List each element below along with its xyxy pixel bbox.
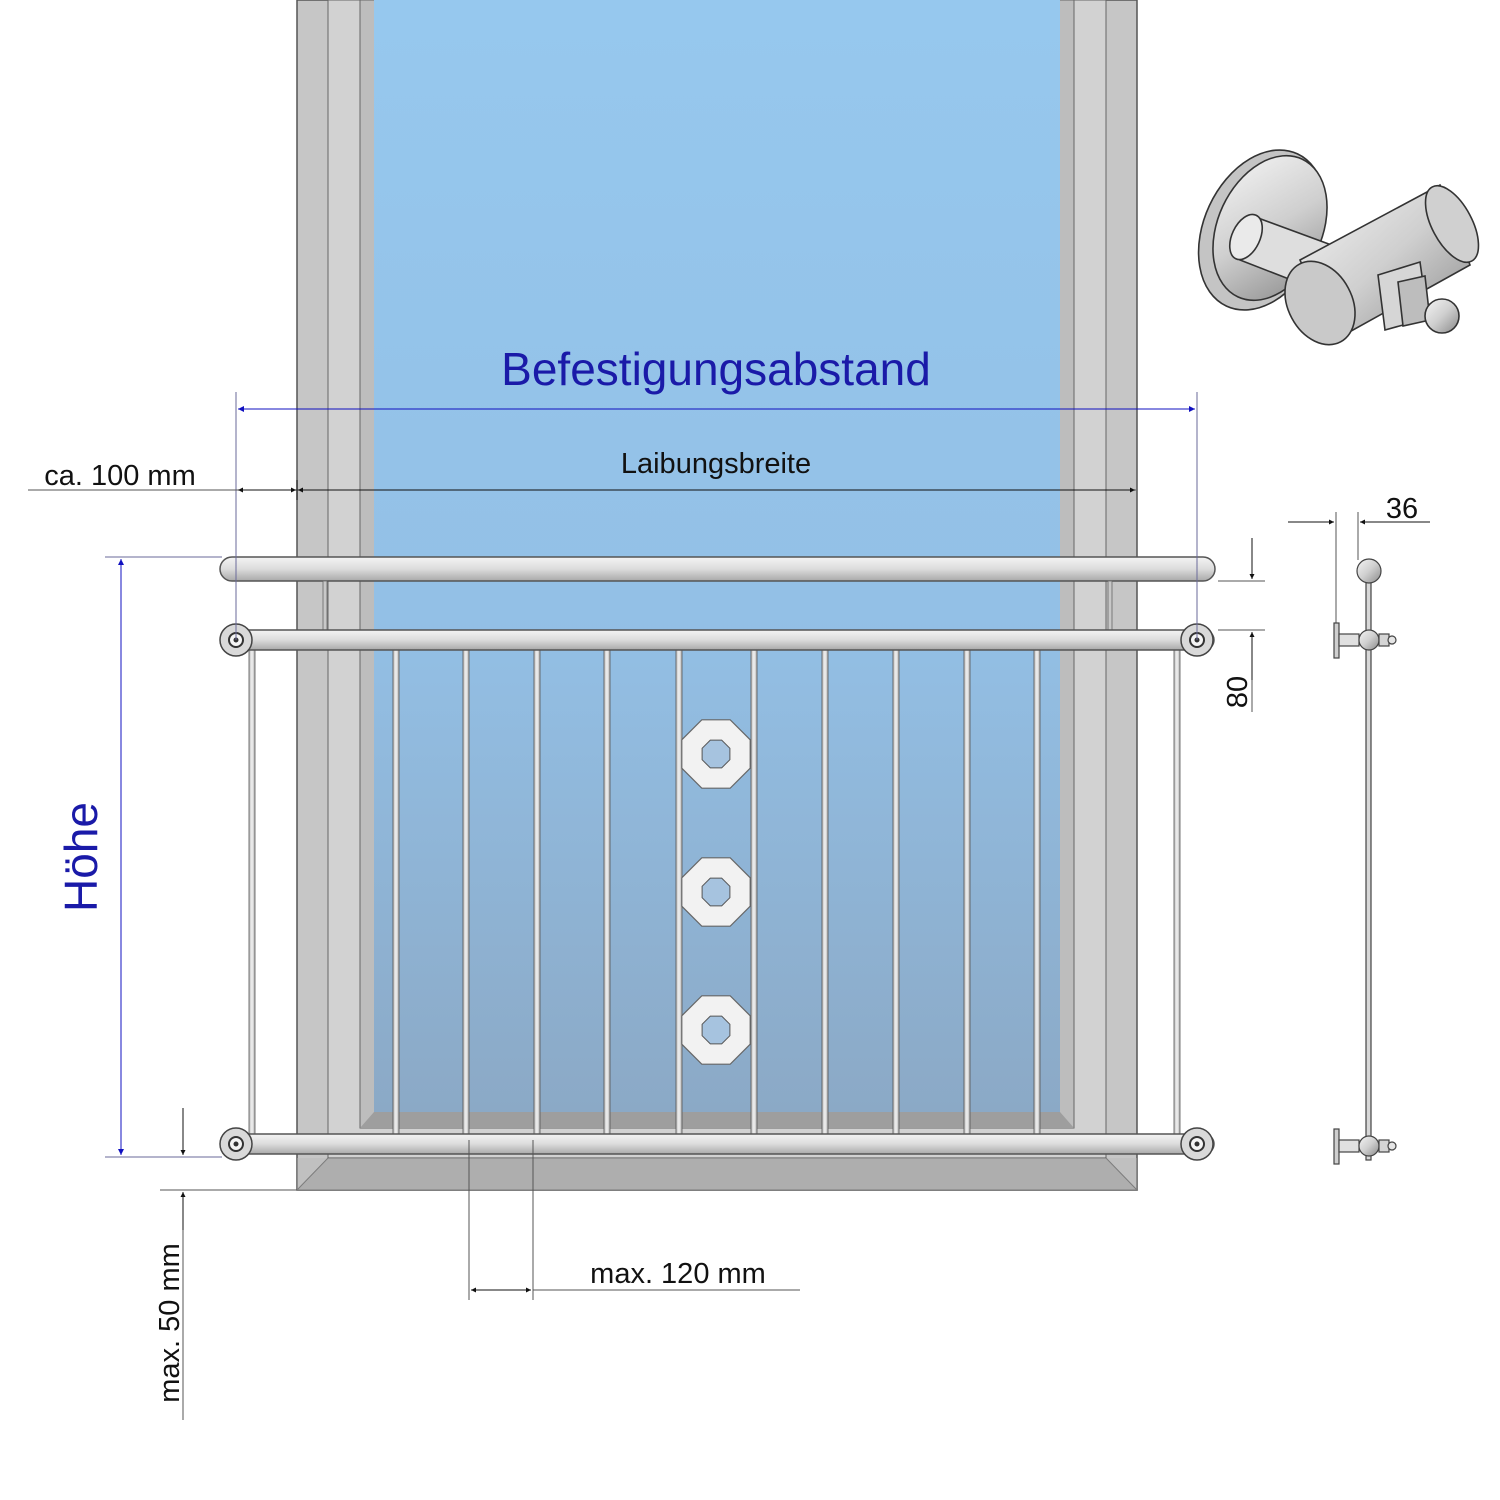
octagon-rosette-icon bbox=[681, 857, 751, 927]
side-profile-view bbox=[1333, 558, 1397, 1165]
bottom-gap-label: max. 50 mm bbox=[154, 1243, 186, 1403]
vertical-bar bbox=[462, 647, 470, 1137]
side-offset-label: ca. 100 mm bbox=[44, 460, 196, 492]
mounting-point-icon bbox=[1180, 1127, 1214, 1161]
rod-gap-label: max. 120 mm bbox=[590, 1258, 766, 1290]
handrail-top bbox=[219, 556, 1216, 632]
vertical-bar bbox=[248, 647, 256, 1137]
vertical-bar bbox=[603, 647, 611, 1137]
vertical-bar bbox=[821, 647, 829, 1137]
height-label: Höhe bbox=[55, 802, 107, 912]
vertical-bar bbox=[892, 647, 900, 1137]
wall-mount-bracket-icon bbox=[1197, 149, 1480, 346]
vertical-bar bbox=[750, 647, 758, 1137]
vertical-bar bbox=[675, 647, 683, 1137]
vertical-bar bbox=[1173, 647, 1181, 1137]
octagon-rosettes bbox=[681, 719, 751, 1065]
bracket-depth-label: 36 bbox=[1386, 493, 1418, 525]
window-glass bbox=[374, 0, 1060, 1112]
rail-bottom bbox=[221, 1133, 1215, 1155]
octagon-rosette-icon bbox=[681, 719, 751, 789]
vertical-bar bbox=[1033, 647, 1041, 1137]
octagon-rosette-icon bbox=[681, 995, 751, 1065]
fixing-distance-label: Befestigungsabstand bbox=[501, 343, 931, 395]
rail-spacing-label: 80 bbox=[1222, 676, 1254, 708]
dimension-lines bbox=[28, 392, 1430, 1420]
vertical-bar bbox=[392, 647, 400, 1137]
reveal-width-label: Laibungsbreite bbox=[621, 448, 811, 480]
vertical-bar bbox=[533, 647, 541, 1137]
mounting-point-icon bbox=[219, 1127, 253, 1161]
vertical-bar bbox=[963, 647, 971, 1137]
rail-upper bbox=[221, 629, 1215, 651]
